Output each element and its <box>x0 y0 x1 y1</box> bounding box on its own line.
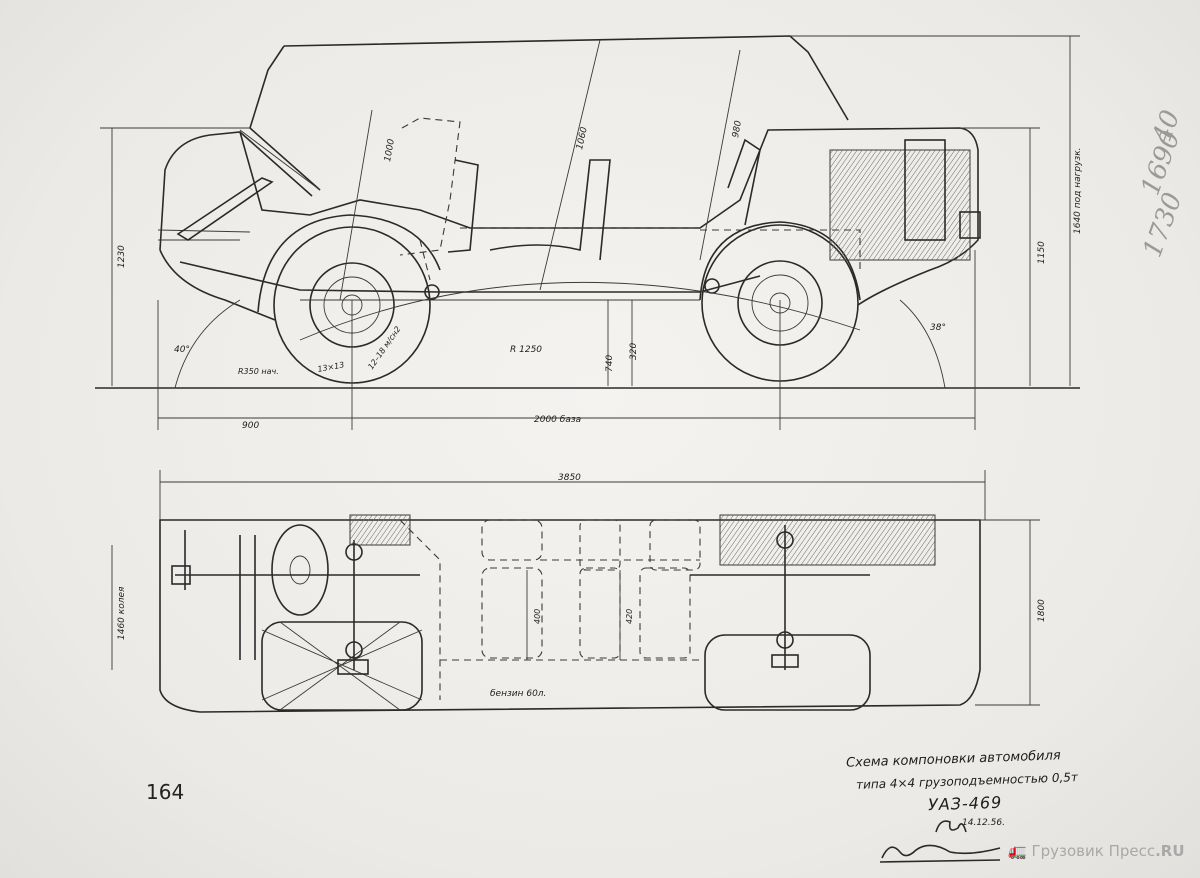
watermark-icon: 🚛 <box>1008 842 1027 860</box>
dim-ground-clearance: 320 <box>629 343 639 360</box>
dim-angle-front: 40° <box>174 345 190 355</box>
dim-wheelbase: 2000 база <box>534 415 581 425</box>
spare-wheel <box>271 524 329 616</box>
windscreen <box>239 127 321 197</box>
dim-floor-height: 740 <box>605 355 615 372</box>
dim-length: 3850 <box>558 473 581 483</box>
watermark-text: Грузовик Пресс <box>1031 842 1156 860</box>
dim-track: 1460 колея <box>117 586 127 640</box>
rear-wheel-arch <box>699 221 861 301</box>
dim-turn-radius: R350 нач. <box>238 367 279 376</box>
page-number: 164 <box>146 780 185 804</box>
body-outline <box>159 127 979 306</box>
dim-seat-rear: 980 <box>731 120 744 139</box>
steering-column <box>176 177 274 241</box>
dim-footwell-2: 420 <box>625 609 634 624</box>
side-view <box>95 35 1080 430</box>
dim-tire-a: 13×13 <box>317 360 345 374</box>
engine-block <box>829 149 971 261</box>
plan-view <box>111 470 1040 713</box>
dim-front-overhang: 900 <box>242 421 259 431</box>
rear-wheel-plan <box>704 634 871 711</box>
front-wheel-arch <box>257 214 441 313</box>
dim-height-loaded: 1640 под нагрузк. <box>1073 148 1083 235</box>
dim-footwell-1: 400 <box>533 609 542 624</box>
front-wheel-plan <box>261 621 423 711</box>
roof-outline <box>283 35 849 121</box>
fuel-tank-label: бензин 60л. <box>490 689 546 699</box>
middle-seat <box>489 159 611 261</box>
watermark-suffix: .RU <box>1155 842 1185 860</box>
front-seat <box>399 117 461 256</box>
frame-rail <box>179 261 761 293</box>
model-name: УАЗ-469 <box>927 792 1003 815</box>
dim-width: 1800 <box>1037 599 1047 622</box>
dim-seat-front: 1000 <box>383 138 397 163</box>
dim-seat-mid: 1060 <box>575 126 590 151</box>
dim-height-overall: 1230 <box>117 245 127 268</box>
rear-seat <box>727 138 761 226</box>
dim-height-rear: 1150 <box>1037 241 1047 264</box>
plan-body-outline <box>159 519 981 713</box>
engine-plan <box>719 514 936 566</box>
signature-image <box>879 820 1001 863</box>
watermark: 🚛 Грузовик Пресс.RU <box>1008 842 1185 860</box>
signature-date: 14.12.56. <box>962 818 1005 828</box>
dim-angle-rear: 38° <box>930 323 946 333</box>
dim-radius: R 1250 <box>510 345 542 355</box>
